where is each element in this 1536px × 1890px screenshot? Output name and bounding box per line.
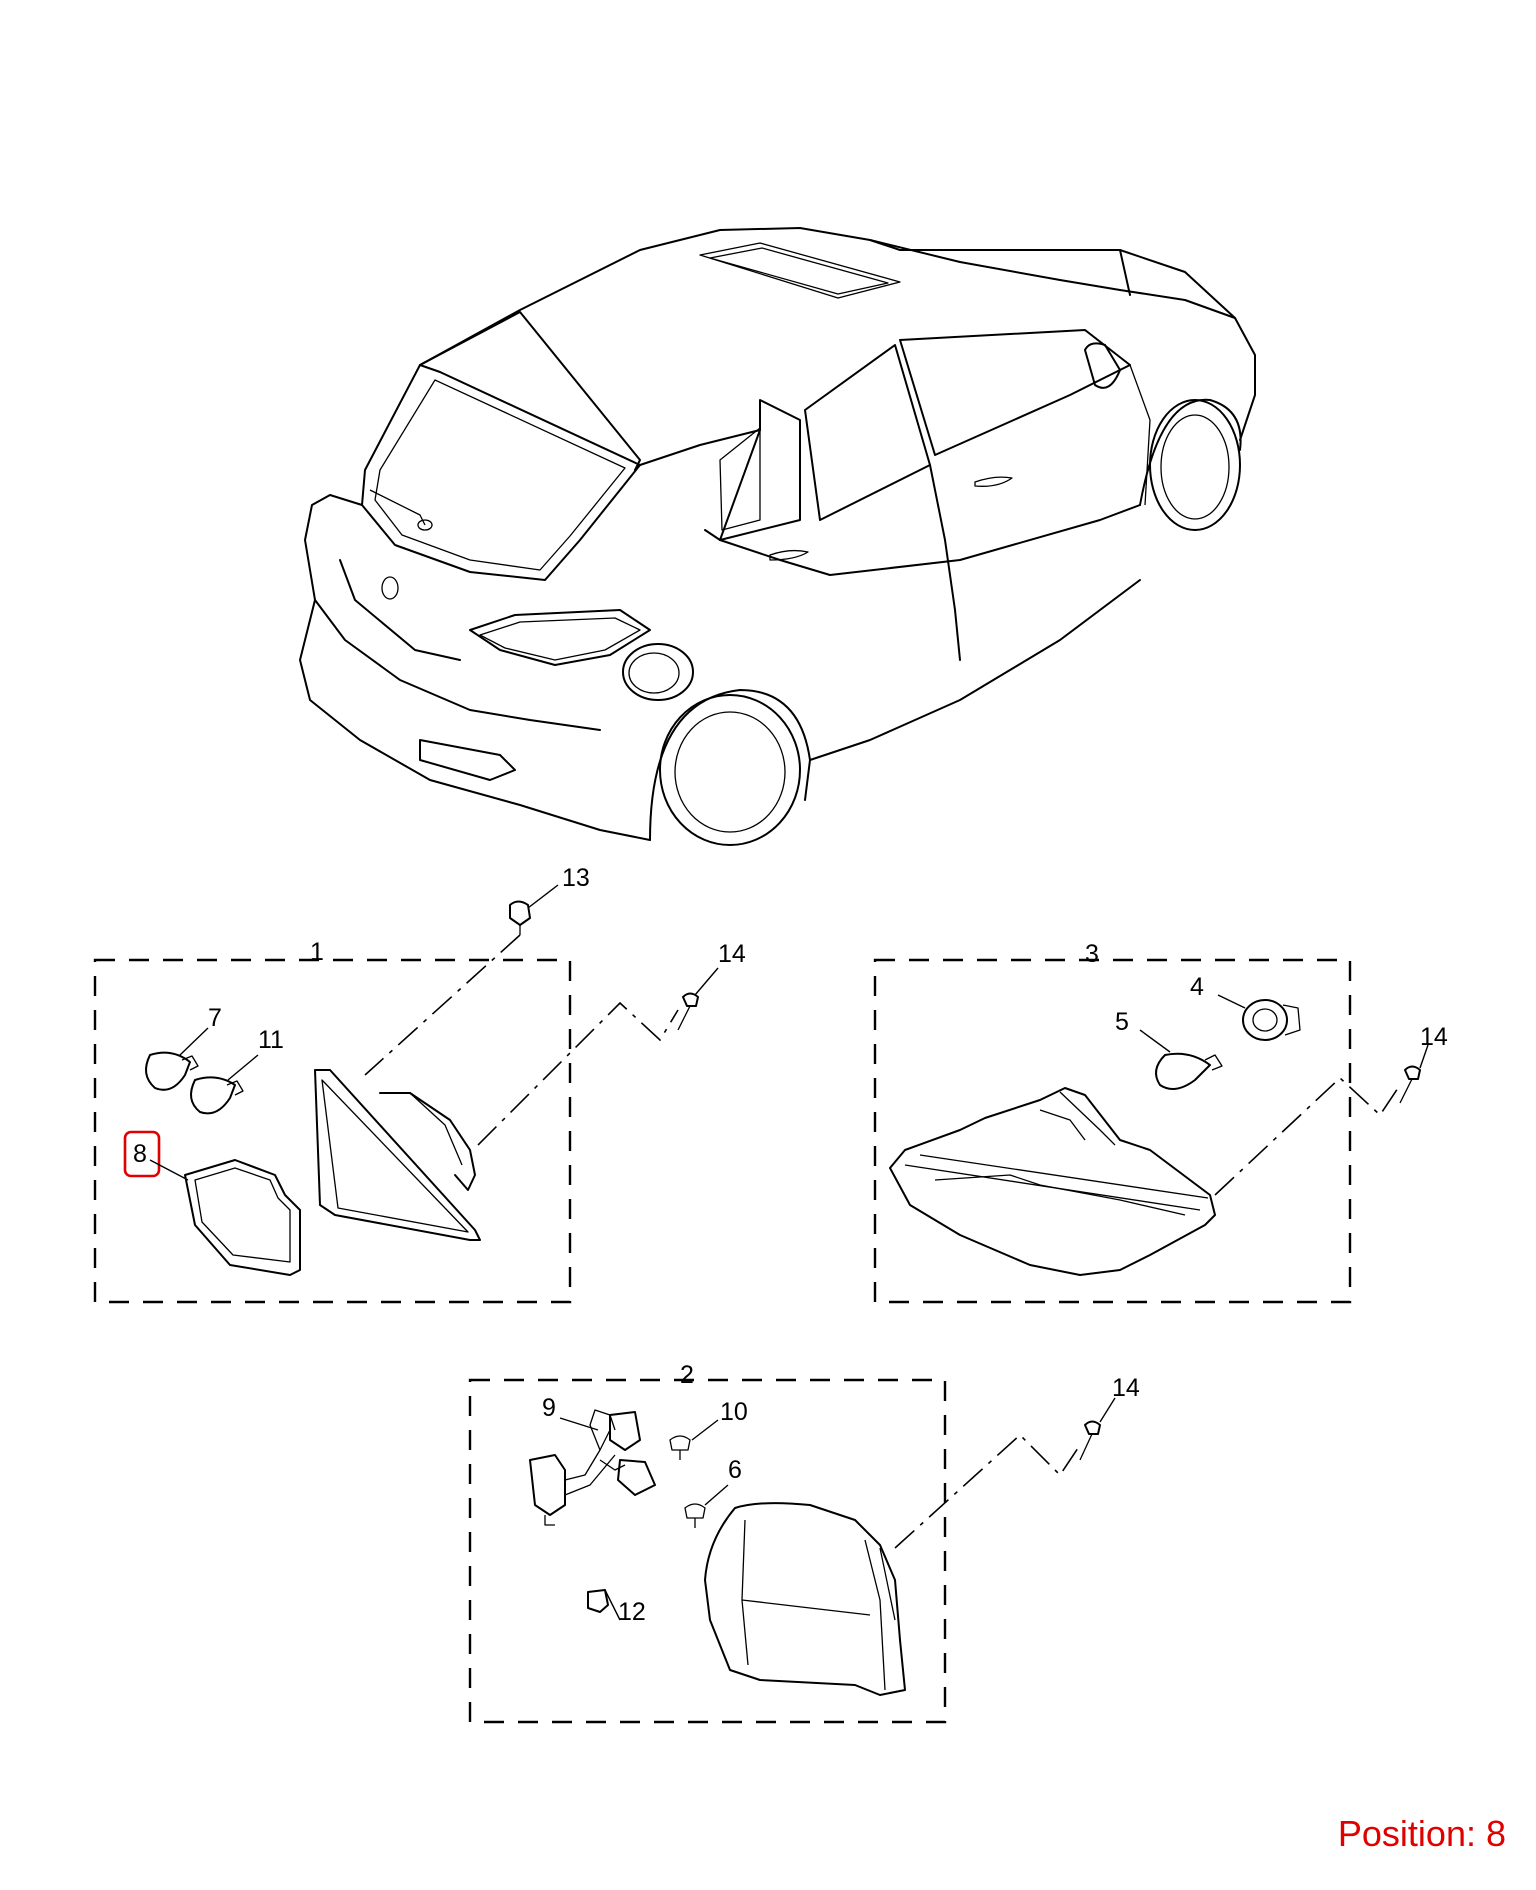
callout-12[interactable]: 12	[618, 1598, 646, 1626]
leader-line-14c	[894, 1433, 1081, 1549]
screw-part-13[interactable]	[509, 900, 531, 936]
screw-part-14c[interactable]	[1079, 1420, 1101, 1461]
tail-lamp-part-1[interactable]	[314, 1069, 481, 1241]
tail-lamp-part-2[interactable]	[704, 1502, 906, 1696]
callout-11[interactable]: 11	[258, 1026, 284, 1054]
group-2-box	[468, 1378, 947, 1724]
callout-3[interactable]: 3	[1085, 940, 1099, 968]
callouts: 13 1 14 7 11 8 3 4 5 14 2 9 10	[123, 864, 1448, 1626]
leader-line-13	[364, 934, 521, 1076]
socket-part-4[interactable]	[1242, 999, 1301, 1041]
leader-line-14b	[1214, 1076, 1401, 1196]
callout-2[interactable]: 2	[680, 1361, 694, 1389]
leader-line-14a	[477, 1001, 679, 1146]
callout-8[interactable]: 8	[133, 1140, 147, 1168]
callout-14a[interactable]: 14	[718, 940, 746, 968]
screw-part-14b[interactable]	[1399, 1065, 1421, 1104]
harness-part-9[interactable]	[529, 1409, 656, 1526]
group-1-box	[93, 958, 572, 1304]
callout-1[interactable]: 1	[310, 938, 324, 966]
bulb-part-7[interactable]	[145, 1051, 199, 1091]
gasket-part-8[interactable]	[184, 1159, 301, 1276]
position-label: Position: 8	[1337, 1813, 1506, 1854]
screw-part-10[interactable]	[669, 1435, 691, 1460]
callout-10[interactable]: 10	[720, 1398, 748, 1426]
callout-5[interactable]: 5	[1115, 1008, 1129, 1036]
bulb-part-5[interactable]	[1155, 1052, 1223, 1090]
screw-part-6[interactable]	[684, 1503, 706, 1528]
callout-7[interactable]: 7	[208, 1004, 222, 1032]
callout-6[interactable]: 6	[728, 1456, 742, 1484]
callout-13[interactable]: 13	[562, 864, 590, 892]
screw-part-14a[interactable]	[677, 992, 699, 1031]
reverse-lamp-part-3[interactable]	[889, 1087, 1216, 1276]
clip-part-12[interactable]	[587, 1589, 609, 1613]
callout-9[interactable]: 9	[542, 1394, 556, 1422]
car-illustration	[299, 227, 1256, 846]
callout-14c[interactable]: 14	[1112, 1374, 1140, 1402]
callout-14b[interactable]: 14	[1420, 1023, 1448, 1051]
bulb-part-11[interactable]	[190, 1076, 244, 1115]
group-3-box	[873, 958, 1352, 1304]
callout-8-highlight	[123, 1130, 161, 1178]
callout-4[interactable]: 4	[1190, 973, 1204, 1001]
